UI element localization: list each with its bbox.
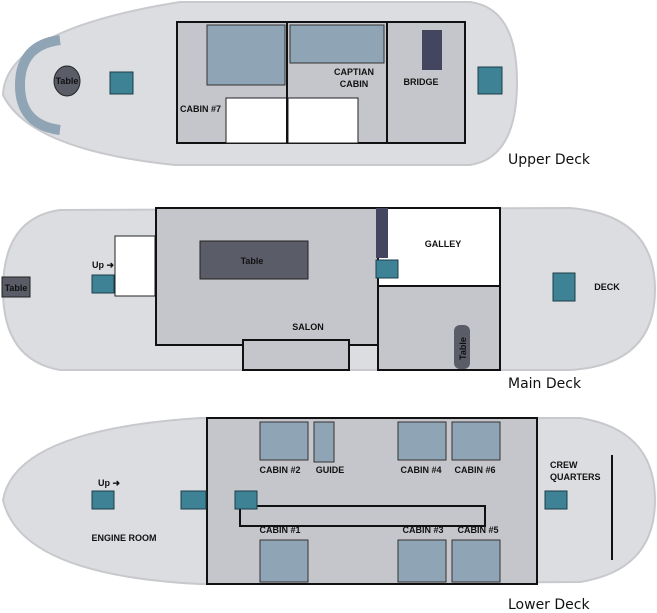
salon-table [199,240,309,280]
crew-quarters-label-2: QUARTERS [550,472,601,482]
cabin2-bed [259,421,309,461]
upper-table-label: Table [56,76,79,86]
galley-table [454,325,470,369]
crew-stairs [544,490,568,510]
galley-stairs [375,259,399,279]
lower-stairs-aft [180,490,207,510]
stern-table-label: Table [5,283,28,293]
cabin7-bed [206,24,286,86]
lower-deck-title: Lower Deck [508,597,590,613]
lower-deck: Up ➜ ENGINE ROOM CABIN #2 GUIDE CABIN #4… [1,417,657,613]
cabin6-label: CABIN #6 [454,465,495,475]
stern-table [1,276,31,298]
engine-room-label: ENGINE ROOM [91,533,156,543]
helm-console [422,30,442,70]
cabin6-bed [451,421,501,461]
salon-table-label: Table [241,256,264,266]
main-deck: Table Up ➜ Table SALON GALLEY Table DECK… [1,206,657,392]
cabin5-label: CABIN #5 [457,525,498,535]
captain-bathroom [287,97,359,144]
captain-cabin-label-1: CAPTIAN [334,67,374,77]
curved-bench [15,35,61,135]
galley-label: GALLEY [425,239,462,249]
guide-label: GUIDE [316,465,345,475]
cabin3-label: CABIN #3 [402,525,443,535]
deck-label: DECK [594,282,620,292]
galley-table-label: Table [458,337,468,360]
main-up-label: Up ➜ [92,260,114,270]
lower-stairs-corridor [234,490,258,510]
main-deck-title: Main Deck [508,376,582,392]
main-stairwell [114,235,156,297]
corridor [239,505,486,527]
galley-lower [377,285,501,371]
crew-quarters-label-1: CREW [550,460,578,470]
guide-bed [313,421,335,463]
cabin7-label: CABIN #7 [180,104,221,114]
cabin7-bathroom [225,97,289,144]
captain-bed [289,24,385,64]
cabin3-bed [397,539,447,583]
main-stairs [91,274,115,294]
cabin4-bed [397,421,447,461]
salon-label: SALON [292,322,324,332]
cabin4-label: CABIN #4 [400,465,441,475]
bridge-label: BRIDGE [403,77,438,87]
cabin5-bed [451,539,501,583]
captain-cabin-label-2: CABIN [340,79,369,89]
engine-stairs [91,490,115,510]
salon-bench-bay [242,339,350,371]
upper-deck: Table CABIN #7 CAPTIAN CABIN BRIDGE Uppe… [1,1,591,168]
upper-table [53,65,81,97]
cabin2-label: CABIN #2 [259,465,300,475]
upper-deck-title: Upper Deck [508,152,591,168]
deck-stairs [552,272,576,302]
upper-stairs [109,71,134,95]
cabin1-bed [259,539,309,583]
lower-up-label: Up ➜ [98,478,120,488]
upper-front-stairs [477,66,503,95]
galley-counter [376,208,388,258]
cabin1-label: CABIN #1 [259,525,300,535]
